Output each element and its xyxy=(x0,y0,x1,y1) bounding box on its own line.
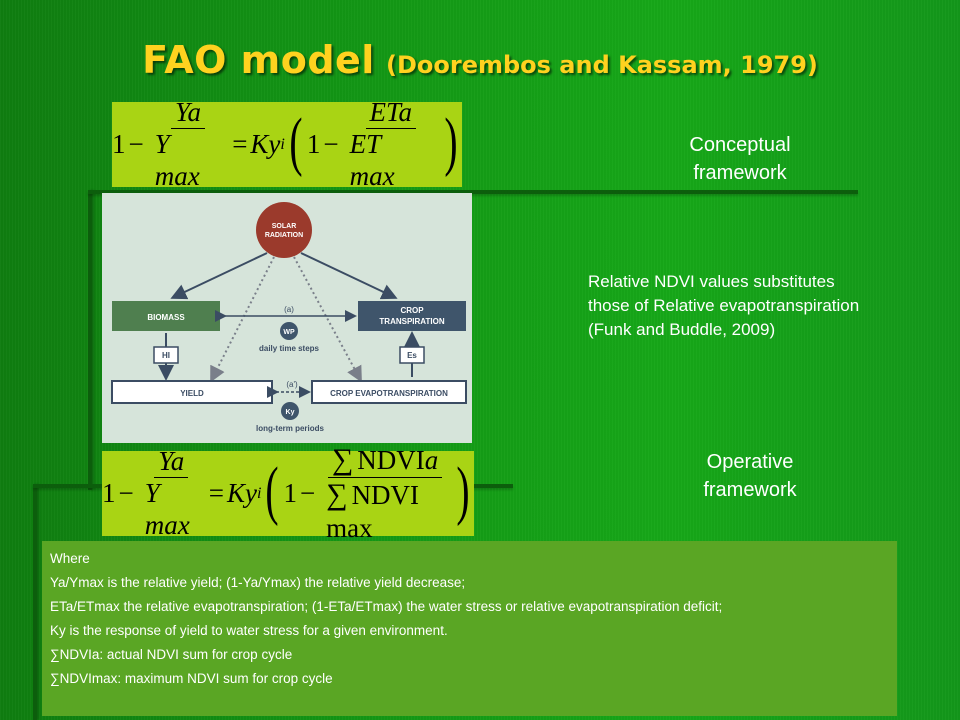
ky-label: Ky xyxy=(286,409,295,416)
yield-label: YIELD xyxy=(180,389,204,398)
note-line-2: those of Relative evapotranspiration xyxy=(588,296,860,316)
long-term-periods-label: long-term periods xyxy=(256,424,325,433)
formula-ky-subscript: i xyxy=(280,135,285,153)
biomass-node xyxy=(112,301,220,331)
note-line-3: (Funk and Buddle, 2009) xyxy=(588,320,776,340)
definition-relative-evapotranspiration: ETa/ETmax the relative evapotranspiratio… xyxy=(50,599,723,614)
frame-line-vertical-lower xyxy=(33,484,37,720)
operative-framework-caption: Operative framework xyxy=(660,448,840,504)
formula-equals: = xyxy=(232,129,248,159)
op-sum-symbol-top: ∑ xyxy=(331,442,354,476)
op-formula-inner-minus: − xyxy=(299,478,316,508)
note-line-1: Relative NDVI values substitutes xyxy=(588,272,835,291)
label-a-prime: (a') xyxy=(286,380,298,389)
hi-box xyxy=(153,346,179,364)
crop-model-diagram-svg: SOLAR RADIATION BIOMASS CROP TRANSPIRATI… xyxy=(111,202,467,433)
conceptual-framework-caption: Conceptual framework xyxy=(660,131,820,187)
frame-line-vertical-upper xyxy=(88,190,92,490)
op-formula-ndvi-fraction: ∑NDVIa ∑NDVI max xyxy=(322,443,448,544)
op-ndvi-a: a xyxy=(424,444,439,475)
ndvi-substitution-note: Relative NDVI values substitutes those o… xyxy=(588,270,948,342)
operative-caption-line-1: Operative xyxy=(706,451,794,473)
es-box xyxy=(399,346,425,364)
op-formula-equals: = xyxy=(208,478,224,508)
op-formula-inner-one: 1 xyxy=(283,478,297,508)
crop-transpiration-label-1: CROP xyxy=(400,306,424,315)
conceptual-caption-line-1: Conceptual xyxy=(689,134,791,156)
crop-model-diagram: SOLAR RADIATION BIOMASS CROP TRANSPIRATI… xyxy=(102,193,472,443)
definition-ndvi-max: ∑NDVImax: maximum NDVI sum for crop cycl… xyxy=(50,671,333,686)
formula-inner-minus: − xyxy=(323,129,339,159)
ky-node xyxy=(281,402,299,420)
solar-radiation-label-2: RADIATION xyxy=(265,232,303,239)
formula-et-denominator: ET max xyxy=(349,129,395,191)
formula-inner-one: 1 xyxy=(306,129,321,159)
op-formula-yield-fraction: Ya Y max xyxy=(141,446,202,540)
formula-right-paren: ) xyxy=(444,104,458,178)
operative-caption-line-2: framework xyxy=(703,479,797,501)
op-sum-symbol-bottom: ∑ xyxy=(326,478,348,512)
formula-et-numerator: ETa xyxy=(365,97,417,130)
solar-radiation-node xyxy=(256,202,312,258)
slide-title-citation: (Doorembos and Kassam, 1979) xyxy=(385,51,818,79)
formula-one: 1 xyxy=(112,129,126,159)
formula-yield-fraction: Ya Y max xyxy=(151,97,225,191)
op-formula-left-paren: ( xyxy=(265,453,280,527)
conceptual-caption-line-2: framework xyxy=(693,162,787,184)
op-formula-minus: − xyxy=(118,478,134,508)
slide-title-main: FAO model xyxy=(142,38,375,82)
crop-evapotranspiration-node xyxy=(311,380,467,404)
crop-transpiration-label-2: TRANSPIRATION xyxy=(379,317,444,326)
op-formula-one: 1 xyxy=(102,478,116,508)
op-formula-ndvi-numerator: ∑NDVIa xyxy=(327,442,443,479)
label-a: (a) xyxy=(284,305,294,314)
arrow-solar-to-transpiration xyxy=(300,252,398,300)
definition-ndvi-actual: ∑NDVIa: actual NDVI sum for crop cycle xyxy=(50,647,293,662)
hi-label: HI xyxy=(162,351,170,360)
op-formula-ky-subscript: i xyxy=(257,484,262,502)
formula-minus: − xyxy=(128,129,144,159)
formula-yield-denominator: Y max xyxy=(154,129,200,191)
wp-node xyxy=(280,322,298,340)
op-formula-right-paren: ) xyxy=(456,453,470,527)
op-formula-yield-denominator: Y max xyxy=(144,478,190,540)
definitions-heading: Where xyxy=(50,551,90,566)
solar-radiation-label-1: SOLAR xyxy=(272,223,297,230)
dotted-solar-to-evapotranspiration xyxy=(293,256,362,383)
daily-time-steps-label: daily time steps xyxy=(259,344,320,353)
definition-relative-yield: Ya/Ymax is the relative yield; (1-Ya/Yma… xyxy=(50,575,466,590)
op-formula-ndvi-denominator: ∑NDVI max xyxy=(322,478,448,544)
es-label: Es xyxy=(407,351,417,360)
biomass-label: BIOMASS xyxy=(147,313,185,322)
formula-left-paren: ( xyxy=(289,104,303,178)
formula-ky: Ky xyxy=(250,129,281,159)
definitions-box: Where Ya/Ymax is the relative yield; (1-… xyxy=(42,541,897,716)
op-ndvi-text: NDVI xyxy=(357,444,425,475)
crop-evapotranspiration-label: CROP EVAPOTRANSPIRATION xyxy=(330,389,448,398)
arrow-solar-to-biomass xyxy=(170,252,268,300)
definition-ky: Ky is the response of yield to water str… xyxy=(50,623,448,638)
op-ndvi-max-text: NDVI max xyxy=(326,480,420,543)
op-formula-yield-numerator: Ya xyxy=(154,446,189,479)
op-formula-ky: Ky xyxy=(227,478,257,508)
formula-et-fraction: ETa ET max xyxy=(346,97,436,191)
slide-title: FAO model (Doorembos and Kassam, 1979) xyxy=(0,38,960,82)
wp-label: WP xyxy=(283,329,295,336)
crop-transpiration-node xyxy=(358,301,466,331)
formula-yield-numerator: Ya xyxy=(170,97,205,130)
frame-line-horizontal-upper xyxy=(88,190,858,194)
